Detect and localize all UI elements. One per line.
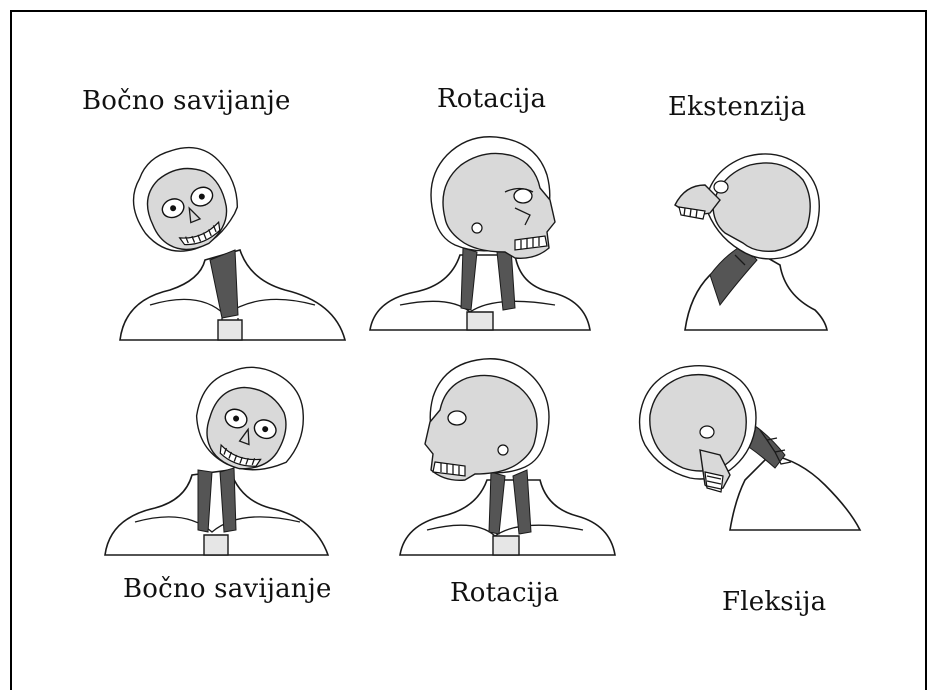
label-lateral-flexion-top: Bočno savijanje	[82, 86, 291, 116]
label-rotation-bottom: Rotacija	[450, 578, 559, 608]
illustration-flexion	[635, 360, 865, 535]
label-extension: Ekstenzija	[668, 92, 806, 122]
label-flexion: Fleksija	[722, 587, 826, 617]
illustration-rotation-top	[365, 130, 595, 335]
illustration-extension	[665, 145, 835, 335]
illustration-lateral-flexion-top	[110, 140, 360, 350]
illustration-lateral-flexion-bottom	[100, 360, 335, 560]
label-lateral-flexion-bottom: Bočno savijanje	[123, 574, 332, 604]
label-rotation-top: Rotacija	[437, 84, 546, 114]
illustration-rotation-bottom	[395, 350, 620, 560]
